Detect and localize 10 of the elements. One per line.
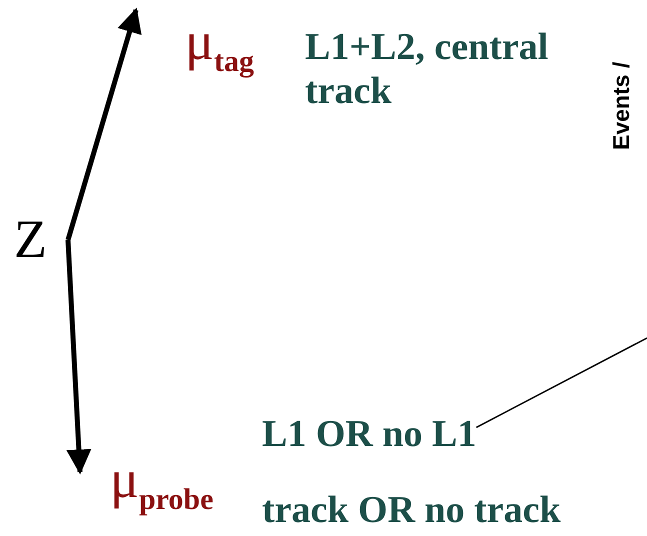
muon-label: μ$_{probe}$ [110, 452, 214, 515]
leader-line [476, 337, 647, 428]
particle-label: Z [14, 212, 47, 266]
axis-title: Events / [608, 62, 635, 150]
trigger-note: L1+L2, central track [305, 25, 550, 113]
muon-label: μ$_{tag}$ [185, 14, 254, 77]
momentum-arrow [66, 8, 142, 241]
momentum-arrow [66, 240, 92, 474]
annotation-text: L1 OR no L1 [262, 412, 476, 456]
trigger-note: track OR no track [262, 488, 562, 532]
